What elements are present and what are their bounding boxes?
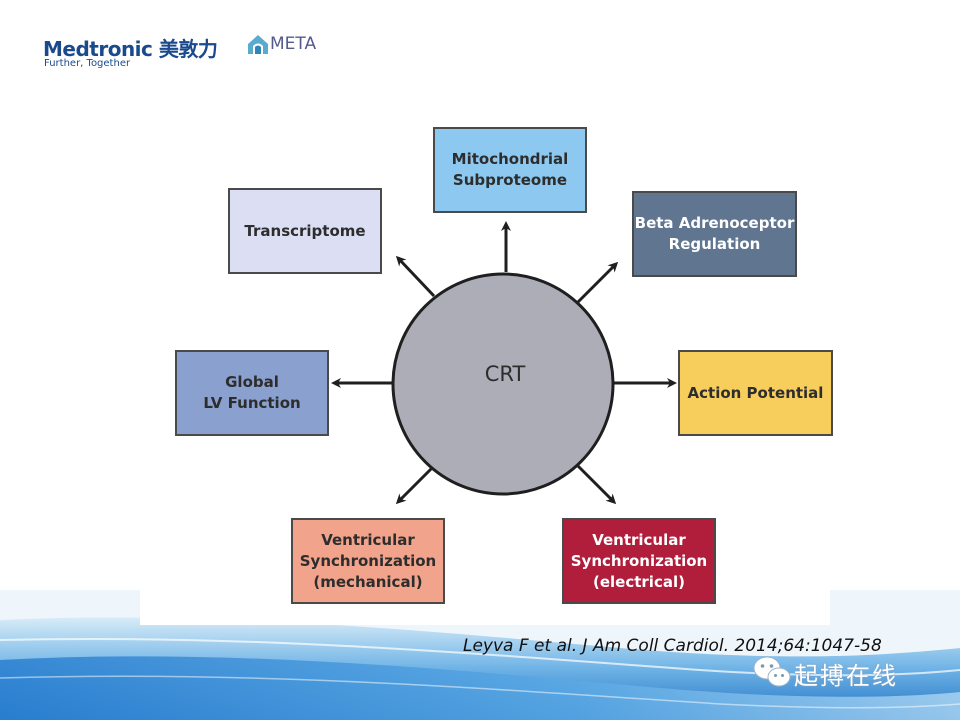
ventricular-synchronization-mechanical-box: Ventricular Synchronization (mechanical) [291, 518, 445, 604]
header: Medtronic 美敦力 Further, Together META [0, 0, 960, 80]
ventricular-synchronization-electrical-box: Ventricular Synchronization (electrical) [562, 518, 716, 604]
citation: Leyva F et al. J Am Coll Cardiol. 2014;6… [463, 636, 882, 656]
beta-adrenoceptor-regulation-box: Beta Adrenoceptor Regulation [632, 191, 797, 277]
arrow-to-transcriptome [395, 255, 436, 298]
arrow-to-ventricular-synchronization-mechanical [395, 464, 436, 505]
wechat-icon [753, 656, 791, 687]
action-potential-box: Action Potential [678, 350, 833, 436]
arrow-to-ventricular-synchronization-electrical [576, 464, 617, 505]
crt-circle [391, 272, 615, 496]
brand-tagline: Further, Together [44, 58, 131, 69]
arrow-to-beta-adrenoceptor-regulation [576, 261, 619, 304]
mitochondrial-subproteome-box: Mitochondrial Subproteome [433, 127, 587, 213]
medtronic-logo: Medtronic 美敦力 [43, 37, 218, 61]
crt-label: CRT [484, 362, 526, 386]
transcriptome-box: Transcriptome [228, 188, 382, 274]
watermark-text: 起搏在线 [794, 662, 898, 690]
house-arch-icon [248, 35, 268, 54]
global-lv-function-box: Global LV Function [175, 350, 329, 436]
partner-name: META [270, 34, 317, 54]
